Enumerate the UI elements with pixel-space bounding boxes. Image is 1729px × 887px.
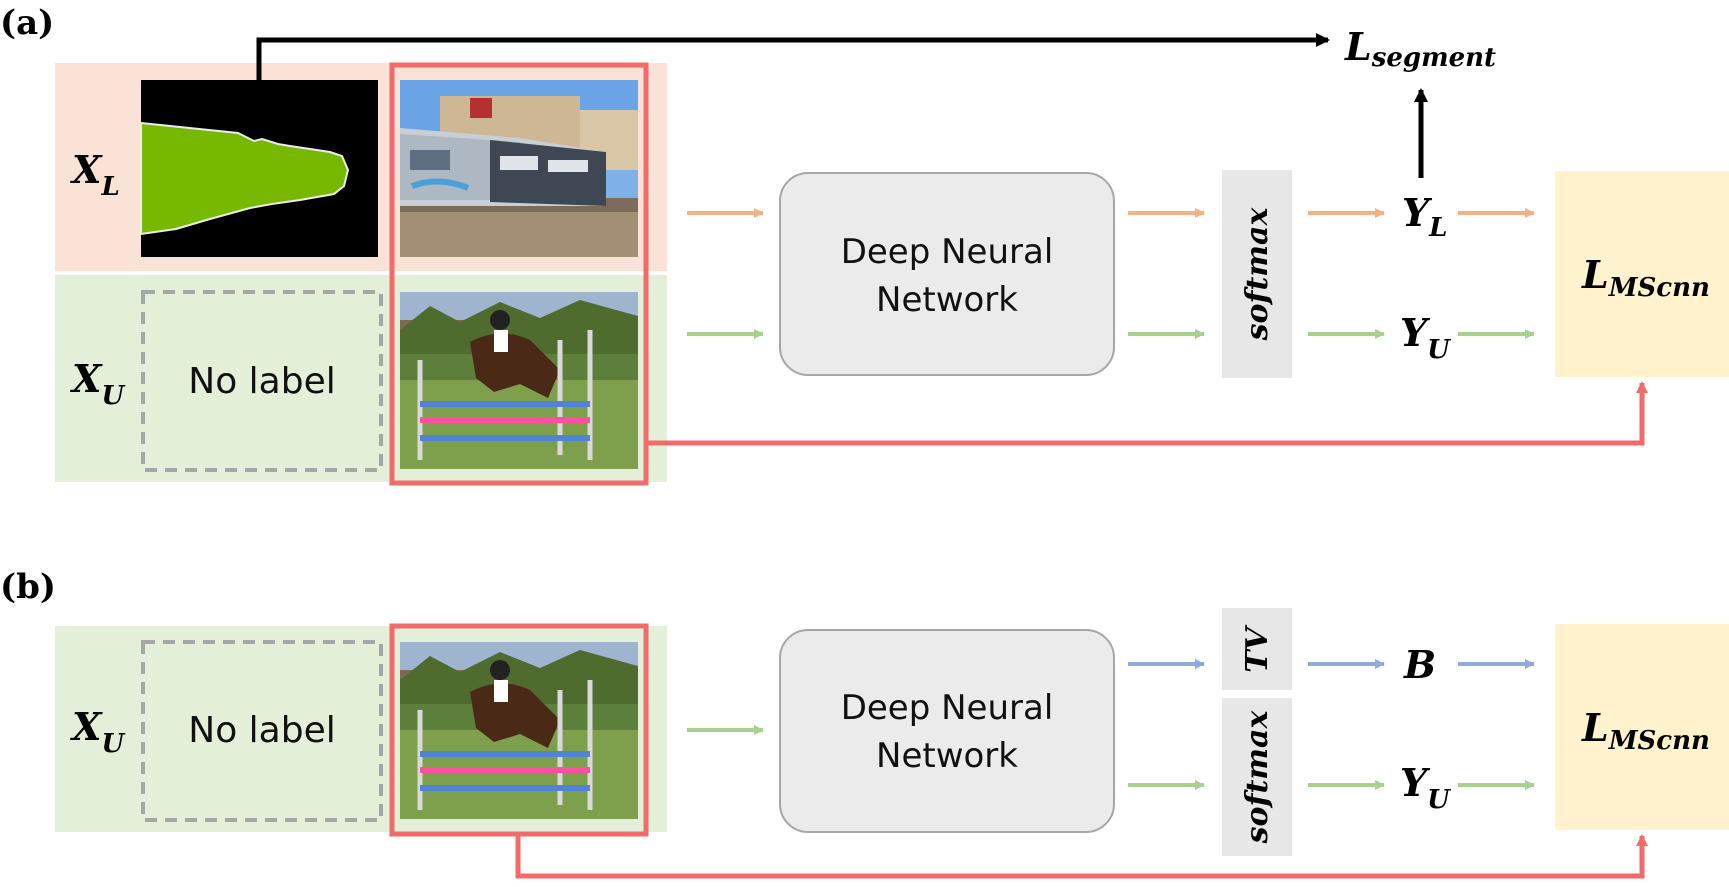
- panel-b: (b) XU No label Deep: [0, 567, 1729, 879]
- no-label-box: [141, 290, 383, 472]
- segmentation-mask: [140, 80, 378, 257]
- panel-b-label: (b): [0, 567, 56, 607]
- image-to-mscnn-arrow-b: [515, 834, 1648, 879]
- mscnn-loss-label-b: LMScnn: [1581, 705, 1710, 756]
- segment-loss-label: Lsegment: [1344, 24, 1496, 73]
- network-label-line2: Network: [876, 280, 1018, 320]
- tv-box: [1222, 608, 1292, 690]
- output-yl: YL: [1402, 190, 1447, 243]
- deep-neural-network-box: [779, 172, 1115, 376]
- no-label-text: No label: [188, 361, 335, 402]
- output-b: B: [1403, 642, 1436, 687]
- network-label-line1-b: Deep Neural: [841, 688, 1054, 728]
- output-yu: YU: [1400, 310, 1451, 365]
- deep-neural-network-box-b: [779, 629, 1115, 833]
- panel-a: (a) XL XU No label: [0, 3, 1729, 486]
- softmax-label-b: softmax: [1240, 710, 1275, 845]
- image-to-mscnn-arrow: [646, 381, 1648, 446]
- output-yu-b: YU: [1400, 760, 1451, 815]
- train-photo: [400, 80, 638, 257]
- softmax-box: [1222, 170, 1292, 378]
- input-unlabeled-symbol: XU: [70, 356, 125, 411]
- panel-a-label: (a): [0, 3, 54, 43]
- image-highlight-box: [389, 62, 649, 486]
- mask-to-segment-loss-arrow: [256, 33, 1330, 80]
- no-label-box-b: [141, 640, 383, 822]
- softmax-box-b: [1222, 698, 1292, 856]
- mscnn-loss-label: LMScnn: [1581, 252, 1710, 303]
- softmax-label: softmax: [1240, 207, 1275, 342]
- mscnn-loss-box: [1555, 171, 1729, 377]
- network-label-line2-b: Network: [876, 736, 1018, 776]
- mscnn-loss-box-b: [1555, 624, 1729, 830]
- tv-label: TV: [1240, 624, 1275, 672]
- input-unlabeled-symbol-b: XU: [70, 704, 125, 759]
- no-label-text-b: No label: [188, 710, 335, 751]
- horse-photo-b: [400, 642, 638, 819]
- network-label-line1: Deep Neural: [841, 232, 1054, 272]
- horse-photo: [400, 292, 638, 469]
- input-labeled-symbol: XL: [70, 147, 120, 202]
